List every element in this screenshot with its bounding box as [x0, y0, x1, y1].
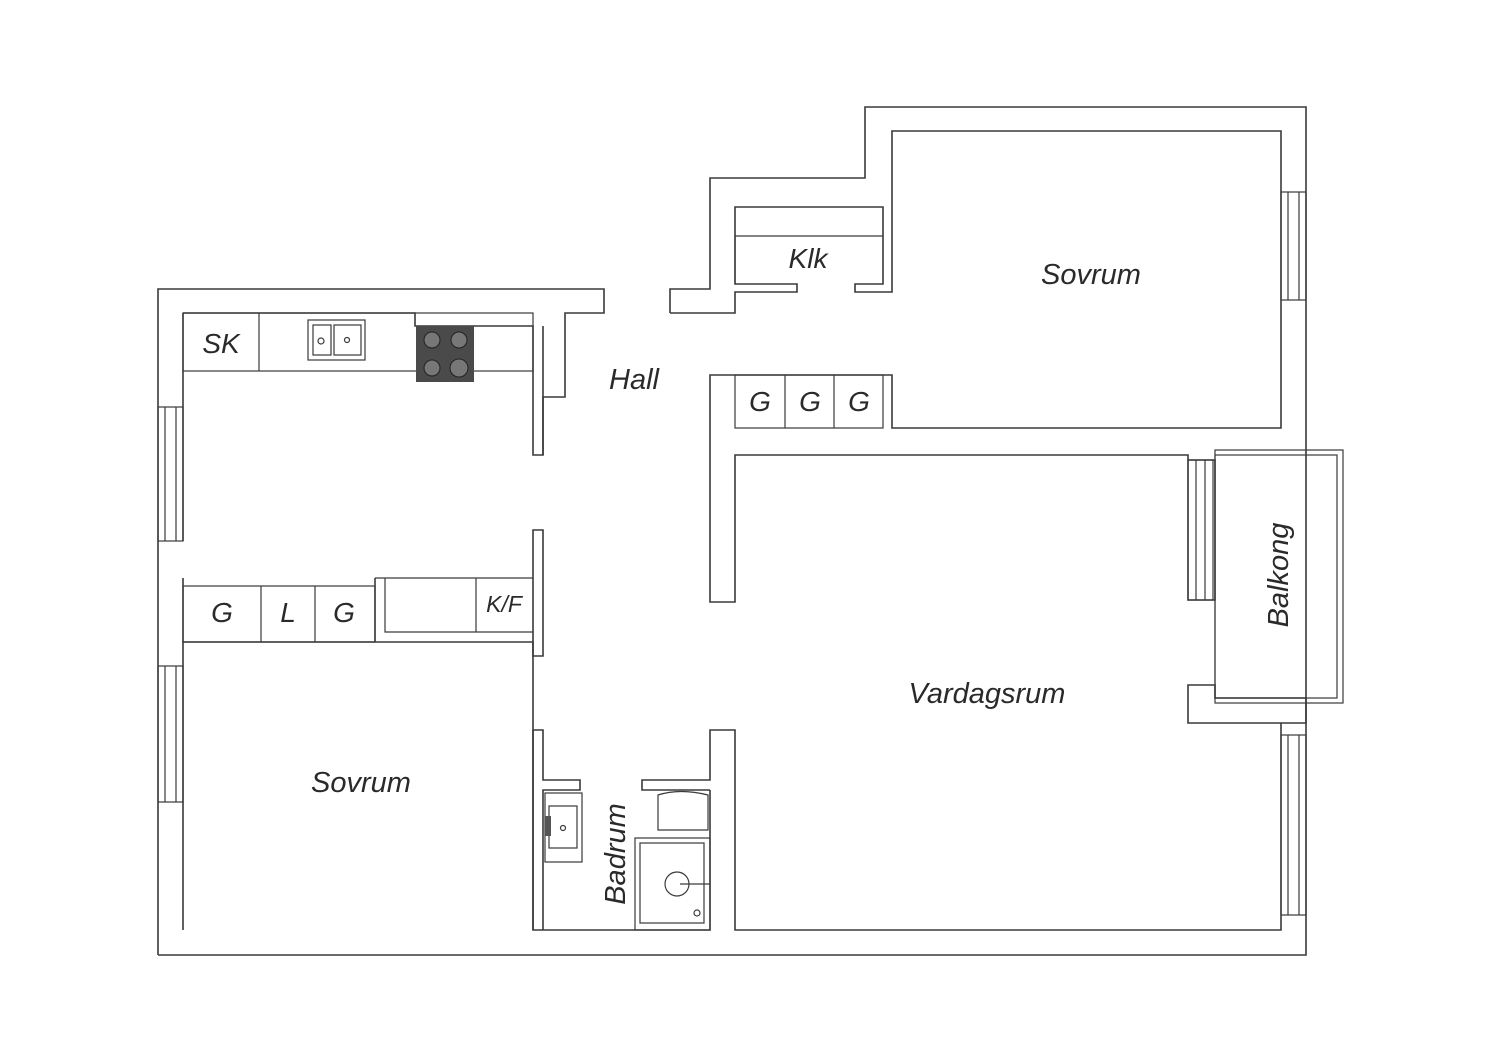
balcony-label: Balkong — [1263, 523, 1295, 628]
sk-label: SK — [202, 328, 241, 359]
bedroom-left-label: Sovrum — [311, 767, 411, 799]
wardrobe-left-2: L — [280, 597, 296, 628]
bathroom: Badrum — [532, 729, 711, 931]
windows-left — [157, 406, 184, 803]
fridge-freezer-label: K/F — [486, 591, 524, 617]
bedroom-top-label: Sovrum — [1041, 259, 1141, 291]
bathroom-label: Badrum — [600, 803, 632, 905]
toilet-icon — [657, 790, 709, 831]
top-rooms: Klk Sovrum G G G — [670, 130, 1307, 455]
wardrobe-left-3: G — [333, 597, 355, 628]
klk-label: Klk — [789, 243, 830, 274]
wardrobe-top-1: G — [749, 386, 771, 417]
kitchen-counter — [182, 312, 534, 372]
left-storage: G L G K/F — [182, 577, 533, 643]
hall-label: Hall — [609, 364, 661, 396]
living-room-label: Vardagsrum — [909, 678, 1066, 710]
outer-walls — [157, 106, 1307, 956]
wardrobe-left-1: G — [211, 597, 233, 628]
balcony: Balkong — [1214, 449, 1344, 704]
wardrobe-top-3: G — [848, 386, 870, 417]
wardrobe-top-2: G — [799, 386, 821, 417]
sink-icon — [307, 319, 366, 361]
kitchen: SK — [182, 312, 544, 657]
living-room: Vardagsrum — [641, 454, 1307, 931]
